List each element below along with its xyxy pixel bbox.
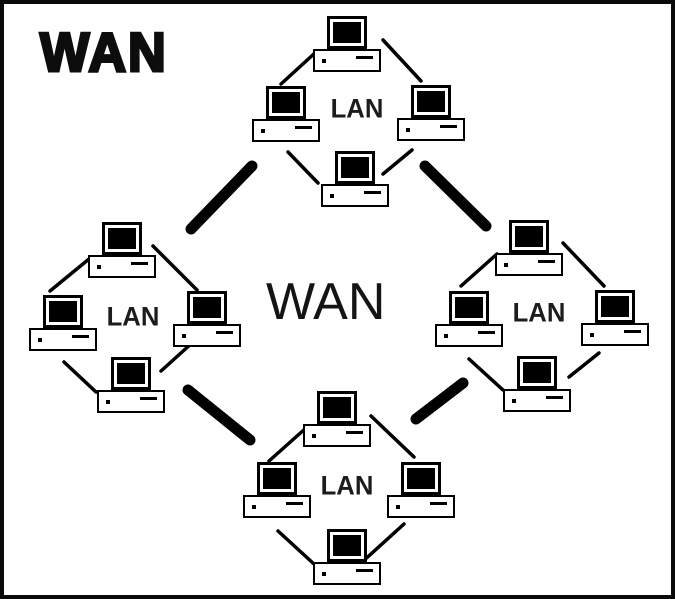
lan-link-line <box>567 351 601 379</box>
computer-icon <box>88 222 156 278</box>
computer-icon <box>29 295 97 351</box>
lan-link-line <box>62 360 98 394</box>
lan-link-line <box>159 341 194 373</box>
computer-icon <box>495 220 563 276</box>
wan-backbone-line <box>419 160 492 232</box>
wan-backbone-links <box>182 160 492 446</box>
computer-icon <box>581 290 649 346</box>
lan-link-line <box>459 252 499 288</box>
computer-icon <box>303 391 371 447</box>
lan-link-line <box>276 529 316 566</box>
lan-link-line <box>467 357 505 392</box>
computer-icon <box>313 529 381 585</box>
wan-title: WAN <box>39 21 168 83</box>
computer-icon <box>173 291 241 347</box>
lan-label-left: LAN <box>106 301 160 332</box>
computer-icon <box>321 151 389 207</box>
lan-label-top: LAN <box>330 93 384 124</box>
computer-icon <box>503 356 571 412</box>
lan-link-line <box>381 148 414 176</box>
wan-backbone-line <box>185 160 258 235</box>
wan-backbone-line <box>410 377 469 425</box>
lan-link-line <box>561 241 606 288</box>
wan-center-label: WAN <box>266 273 386 331</box>
computer-icon <box>397 85 465 141</box>
lan-link-line <box>279 50 318 86</box>
lan-link-line <box>381 38 423 83</box>
computer-icon <box>243 462 311 518</box>
computer-icon <box>313 16 381 72</box>
lan-links <box>48 38 606 566</box>
lan-link-line <box>48 257 91 293</box>
lan-link-line <box>286 150 320 185</box>
lan-link-line <box>359 522 406 565</box>
lan-link-line <box>369 414 416 459</box>
lan-label-right: LAN <box>512 297 566 328</box>
lan-link-line <box>151 244 199 292</box>
computer-icon <box>387 462 455 518</box>
lan-label-bottom: LAN <box>320 470 374 501</box>
computer-icon <box>252 86 320 142</box>
computer-icon <box>435 291 503 347</box>
computer-icon <box>97 357 165 413</box>
wan-backbone-line <box>182 384 256 446</box>
lan-link-line <box>267 426 308 463</box>
